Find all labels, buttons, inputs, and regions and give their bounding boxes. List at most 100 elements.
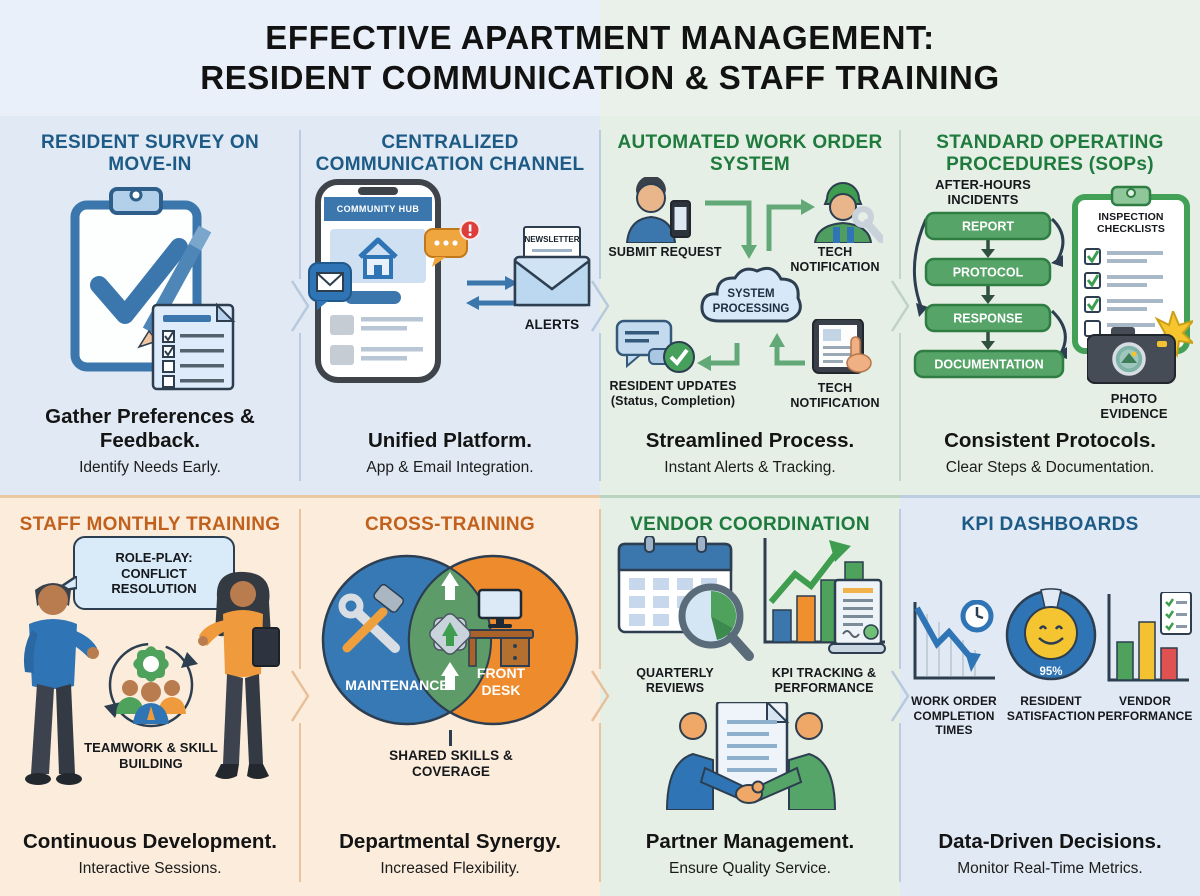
- quarterly-reviews-label: QUARTERLY REVIEWS: [636, 666, 714, 696]
- calendar-review-icon: [617, 536, 754, 662]
- alerts-label: ALERTS: [524, 316, 580, 332]
- flow-step-documentation: DOCUMENTATION: [934, 357, 1043, 371]
- newsletter-label: NEWSLETTER: [524, 235, 579, 244]
- performance-bars-icon: [1107, 592, 1192, 682]
- declining-line-chart-icon: [913, 600, 995, 680]
- vendor-performance-label: VENDOR PERFORMANCE: [1097, 694, 1193, 723]
- shared-gear-icon: [429, 613, 471, 656]
- resident-updates-line2: (Status, Completion): [610, 393, 736, 408]
- panel-subcaption: Monitor Real-Time Metrics.: [957, 860, 1143, 877]
- panel-header: STANDARD OPERATING PROCEDURES (SOPs): [936, 132, 1164, 176]
- front-desk-icon: [464, 589, 534, 668]
- kpi-tracking-label: KPI TRACKING & PERFORMANCE: [771, 666, 877, 696]
- phone-app-title: COMMUNITY HUB: [336, 203, 420, 214]
- panel-caption: Consistent Protocols.: [944, 429, 1156, 453]
- panel-art: MAINTENANCE FRONT DESK: [307, 536, 593, 828]
- contract-icon: [828, 579, 886, 655]
- panel-header: RESIDENT SURVEY ON MOVE-IN: [41, 132, 259, 176]
- checklist-doc-icon: [151, 302, 236, 391]
- tablet-touch-icon: [812, 318, 872, 374]
- panel-header: AUTOMATED WORK ORDER SYSTEM: [617, 132, 883, 176]
- panel-caption: Continuous Development.: [23, 830, 277, 854]
- panel-art: SUBMIT REQUEST TECH NOTIFICATION SYSTEM …: [607, 176, 893, 428]
- satisfaction-donut-icon: 95%: [1005, 588, 1097, 681]
- teamwork-label: TEAMWORK & SKILL BUILDING: [84, 740, 218, 771]
- maintenance-label: MAINTENANCE: [345, 677, 448, 693]
- chat-notification-icon: [424, 219, 481, 267]
- panel-art: COMMUNITY HUB: [307, 177, 593, 428]
- panel-art: AFTER-HOURS INCIDENTS: [907, 177, 1193, 428]
- cloud-label-line2: PROCESSING: [713, 303, 790, 315]
- tech-notification-top-label: TECH NOTIFICATION: [790, 244, 880, 274]
- work-order-times-label: WORK ORDER COMPLETION TIMES: [911, 694, 997, 737]
- sop-flowchart: REPORT PROTOCOL RESPONSE DOCUMENTATION: [912, 211, 1067, 379]
- trainer-man-figure: [23, 583, 99, 786]
- resident-updates-icon: [615, 319, 695, 373]
- shared-skills-label: SHARED SKILLS & COVERAGE: [389, 748, 513, 780]
- panel-header: CROSS-TRAINING: [365, 514, 535, 535]
- bottom-row: STAFF MONTHLY TRAINING ROLE-PLAY: CONFLI…: [0, 495, 1200, 896]
- panel-art: QUARTERLY REVIEWS: [607, 536, 893, 828]
- panel-art: ROLE-PLAY: CONFLICT RESOLUTION: [7, 536, 293, 828]
- panel-caption: Data-Driven Decisions.: [938, 830, 1162, 854]
- role-play-speech-bubble: ROLE-PLAY: CONFLICT RESOLUTION: [73, 536, 235, 611]
- panel-header: KPI DASHBOARDS: [961, 514, 1139, 535]
- flow-step-report: REPORT: [962, 219, 1014, 233]
- panel-subcaption: App & Email Integration.: [366, 459, 534, 476]
- front-desk-label-line2: DESK: [482, 682, 521, 698]
- panel-subcaption: Identify Needs Early.: [79, 459, 221, 476]
- panel-work-order: AUTOMATED WORK ORDER SYSTEM SUBMIT REQUE…: [600, 116, 900, 495]
- kpi-chart-icon: [763, 538, 886, 655]
- gear-icon: [133, 646, 169, 683]
- panel-resident-survey: RESIDENT SURVEY ON MOVE-IN: [0, 116, 300, 495]
- panel-subcaption: Ensure Quality Service.: [669, 860, 831, 877]
- panel-caption: Unified Platform.: [367, 429, 532, 453]
- panel-art: WORK ORDER COMPLETION TIMES 95% RESIDENT…: [907, 536, 1193, 828]
- panel-caption: Streamlined Process.: [645, 429, 855, 453]
- trainer-woman-figure: [198, 572, 280, 780]
- page-title-line2: RESIDENT COMMUNICATION & STAFF TRAINING: [200, 59, 1000, 96]
- panel-cross-training: CROSS-TRAINING MAINTENANCE: [300, 495, 600, 896]
- checklist-card-icon: [1160, 592, 1192, 636]
- clipboard-check-icon: [70, 186, 236, 391]
- workflow-arrows: [697, 198, 815, 371]
- title-band: EFFECTIVE APARTMENT MANAGEMENT: RESIDENT…: [0, 0, 1200, 116]
- panel-caption: Partner Management.: [645, 830, 855, 854]
- top-row: RESIDENT SURVEY ON MOVE-IN: [0, 116, 1200, 495]
- panel-subcaption: Instant Alerts & Tracking.: [664, 459, 836, 476]
- cloud-processing-icon: SYSTEM PROCESSING: [700, 266, 802, 323]
- resident-updates-label: RESIDENT UPDATES (Status, Completion): [607, 379, 739, 409]
- panel-sops: STANDARD OPERATING PROCEDURES (SOPs) AFT…: [900, 116, 1200, 495]
- inspection-checklists-label: INSPECTION CHECKLISTS: [1096, 210, 1166, 236]
- panel-header: CENTRALIZED COMMUNICATION CHANNEL: [315, 132, 585, 176]
- inspection-clipboard-icon: [1072, 185, 1190, 354]
- flow-step-protocol: PROTOCOL: [953, 265, 1024, 279]
- panel-header: VENDOR COORDINATION: [630, 514, 870, 535]
- panel-kpi-dashboards: KPI DASHBOARDS WORK ORDER COMPLETION TIM: [900, 495, 1200, 896]
- panel-staff-training: STAFF MONTHLY TRAINING ROLE-PLAY: CONFLI…: [0, 495, 300, 896]
- tools-icon: [338, 584, 405, 654]
- venn-diagram: MAINTENANCE FRONT DESK: [321, 555, 579, 726]
- venn-callout-line: [449, 730, 452, 747]
- mail-bubble-icon: [308, 261, 352, 310]
- tech-notification-bottom-label: TECH NOTIFICATION: [790, 380, 880, 410]
- handshake-icon: [665, 702, 837, 811]
- page-title: EFFECTIVE APARTMENT MANAGEMENT: RESIDENT…: [200, 18, 999, 99]
- panel-subcaption: Interactive Sessions.: [78, 860, 222, 877]
- newsletter-envelope-icon: NEWSLETTER: [513, 225, 591, 307]
- resident-satisfaction-label: RESIDENT SATISFACTION: [1006, 694, 1096, 723]
- panel-header: STAFF MONTHLY TRAINING: [19, 514, 281, 535]
- panel-art: [7, 177, 293, 403]
- flow-step-response: RESPONSE: [953, 311, 1022, 325]
- cloud-label-line1: SYSTEM: [727, 288, 774, 300]
- panel-subcaption: Increased Flexibility.: [380, 860, 520, 877]
- sync-arrows-icon: [466, 275, 518, 310]
- satisfaction-value: 95%: [1039, 666, 1062, 678]
- smiley-icon: [1024, 606, 1078, 661]
- panel-caption: Gather Preferences & Feedback.: [45, 404, 255, 453]
- photo-evidence-label: PHOTO EVIDENCE: [1100, 390, 1168, 422]
- panel-subcaption: Clear Steps & Documentation.: [945, 459, 1155, 476]
- panel-vendor: VENDOR COORDINATION: [600, 495, 900, 896]
- submit-request-label: SUBMIT REQUEST: [608, 244, 722, 259]
